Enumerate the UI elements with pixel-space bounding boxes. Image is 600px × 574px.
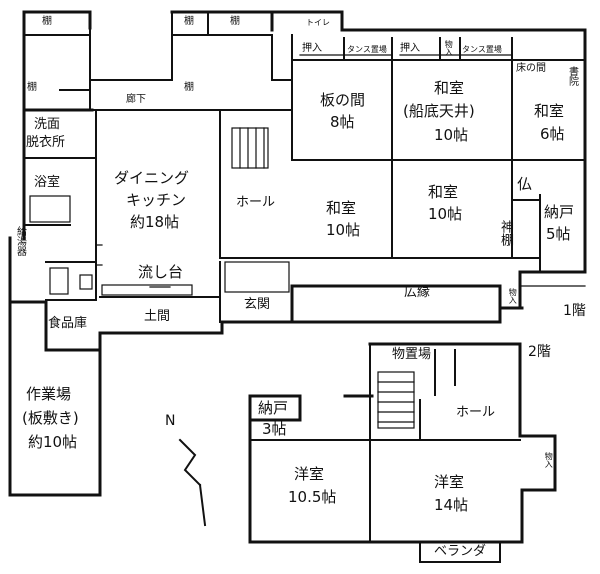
floor1-inner-walls bbox=[23, 11, 586, 323]
compass-north-label: N bbox=[165, 413, 175, 429]
doma-label: 土間 bbox=[144, 309, 171, 324]
dining-size: 約18帖 bbox=[130, 213, 180, 231]
washitsu6-size: 6帖 bbox=[540, 125, 565, 143]
youshitsu-a-size: 10.5帖 bbox=[288, 488, 337, 506]
washitsu6-label: 和室 bbox=[534, 102, 565, 120]
monoire-top-label: 物入 bbox=[444, 40, 454, 56]
tansu2-label: タンス置場 bbox=[462, 45, 502, 54]
dining-label: ダイニング bbox=[114, 169, 190, 187]
sagyoba-note: (板敷き) bbox=[22, 409, 79, 427]
sagyoba-size: 約10帖 bbox=[28, 433, 78, 451]
shokuhinko-label: 食品庫 bbox=[48, 316, 88, 331]
washitsu10a-label: 和室 bbox=[326, 199, 357, 217]
youshitsu-a-label: 洋室 bbox=[294, 465, 325, 483]
veranda-label: ベランダ bbox=[434, 544, 487, 559]
youshitsu-b-size: 14帖 bbox=[434, 496, 469, 514]
hiroen-label: 広縁 bbox=[404, 285, 431, 300]
hall1-label: ホール bbox=[236, 195, 276, 210]
nando2-label: 納戸 bbox=[258, 399, 289, 417]
rouka-label: 廊下 bbox=[126, 94, 146, 105]
itanoma-label: 板の間 bbox=[320, 91, 366, 109]
tana-mid1: 棚 bbox=[184, 16, 194, 27]
nando2-size: 3帖 bbox=[262, 420, 287, 438]
shoin-label: 書院 bbox=[566, 66, 578, 86]
youshitsu-b-label: 洋室 bbox=[434, 473, 465, 491]
sagyoba-label: 作業場 bbox=[26, 385, 72, 403]
floor1-details bbox=[29, 54, 586, 296]
nando1-size: 5帖 bbox=[546, 225, 571, 243]
funazoko-size: 10帖 bbox=[434, 126, 469, 144]
washitsu10a-size: 10帖 bbox=[326, 221, 361, 239]
washitsu10b-size: 10帖 bbox=[428, 205, 463, 223]
monoire2-label: 物入 bbox=[544, 452, 554, 468]
floor2-label: 2階 bbox=[528, 344, 551, 360]
floor2-inner-walls bbox=[249, 343, 521, 563]
tana-mid3: 棚 bbox=[184, 82, 194, 93]
toilet-label: トイレ bbox=[306, 18, 330, 27]
floor2-outer-walls bbox=[248, 342, 557, 544]
kyuto-label: 給湯器 bbox=[14, 226, 26, 256]
washitsu10b-label: 和室 bbox=[428, 183, 459, 201]
itanoma-size: 8帖 bbox=[330, 113, 355, 131]
compass-icon bbox=[178, 438, 207, 527]
tana-mid2: 棚 bbox=[230, 16, 240, 27]
floor2-stairs bbox=[377, 371, 415, 429]
hall2-label: ホール bbox=[456, 405, 496, 420]
kitchen-label: キッチン bbox=[126, 191, 187, 209]
butsu-label: 仏 bbox=[517, 175, 533, 193]
yokushitsu-label: 浴室 bbox=[34, 175, 61, 190]
genkan-label: 玄関 bbox=[244, 297, 271, 312]
tana-top-left: 棚 bbox=[42, 16, 52, 27]
floor1-label: 1階 bbox=[563, 303, 586, 319]
kamidana-label: 神棚 bbox=[497, 220, 513, 246]
datsuijo-label: 脱衣所 bbox=[26, 135, 66, 150]
tana-left: 棚 bbox=[27, 82, 37, 93]
senmen-label: 洗面 bbox=[34, 117, 61, 132]
nagashidai-label: 流し台 bbox=[138, 263, 184, 281]
oshiire2-label: 押入 bbox=[400, 43, 420, 54]
oshiire1-label: 押入 bbox=[302, 43, 322, 54]
monoire-r-label: 物入 bbox=[508, 288, 518, 304]
nando1-label: 納戸 bbox=[544, 203, 575, 221]
funazoko-note: (船底天井) bbox=[403, 102, 475, 120]
tokonoma-label: 床の間 bbox=[516, 63, 546, 74]
floor1-outer-walls bbox=[8, 10, 587, 497]
washitsu-funazoko-label: 和室 bbox=[434, 79, 465, 97]
tansu1-label: タンス置場 bbox=[347, 45, 387, 54]
monookiba-label: 物置場 bbox=[392, 347, 432, 362]
